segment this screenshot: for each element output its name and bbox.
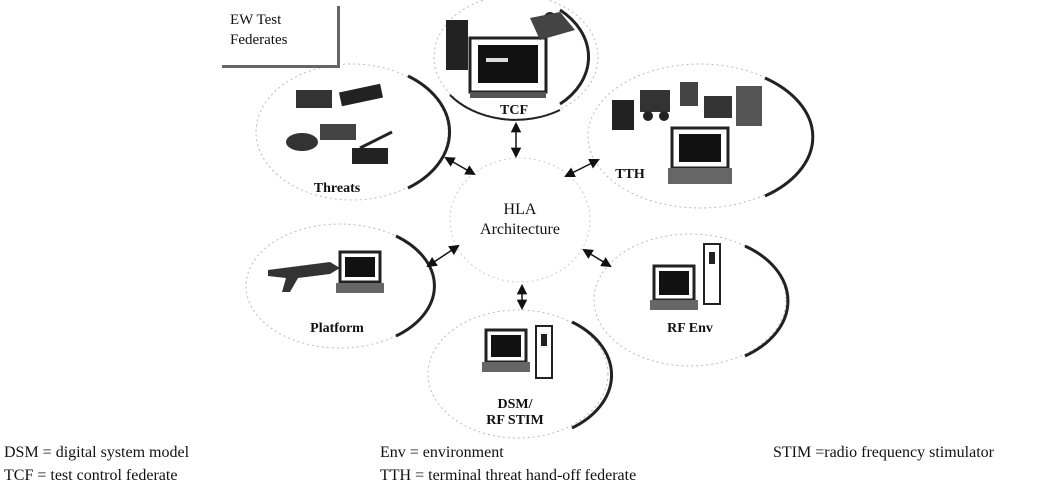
arrow-tth [564, 159, 600, 177]
dsm-node [427, 309, 613, 439]
hla-hub: HLA Architecture [449, 157, 591, 283]
title-box: EW Test Federates [222, 6, 340, 68]
legend-tcf: TCF = test control federate [4, 467, 178, 484]
title-line1: EW Test [230, 12, 282, 28]
dsm-label-line2: RF STIM [486, 413, 543, 428]
rf-env-workstation-icon [650, 243, 721, 310]
tcf-label: TCF [500, 103, 528, 118]
platform-node [245, 223, 436, 349]
legend-tth: TTH = terminal threat hand-off federate [380, 467, 637, 484]
arrow-threats [444, 156, 476, 176]
tth-node [587, 63, 815, 209]
dsm-label-line1: DSM/ [498, 397, 534, 412]
connection-arrows [426, 121, 612, 311]
legend-env: Env = environment [380, 444, 504, 461]
tcf-node [433, 0, 599, 121]
threats-label: Threats [314, 181, 361, 196]
arrow-rf-env [582, 248, 612, 268]
legend-stim: STIM =radio frequency stimulator [773, 444, 994, 461]
tth-label: TTH [615, 167, 645, 182]
tcf-workstation-icon [446, 12, 575, 98]
platform-label: Platform [310, 321, 364, 336]
arrow-platform [426, 244, 460, 268]
threat-vehicles-icon [286, 83, 393, 164]
rf-env-label: RF Env [667, 321, 713, 336]
threats-node [255, 63, 451, 201]
rf-env-node [593, 233, 790, 367]
dsm-workstation-icon [482, 325, 553, 379]
hub-line1: HLA [504, 201, 537, 218]
aircraft-workstation-icon [268, 250, 384, 293]
legend-dsm: DSM = digital system model [4, 444, 190, 461]
tth-equipment-icon [612, 82, 762, 184]
hub-line2: Architecture [480, 221, 560, 238]
title-line2: Federates [230, 32, 288, 48]
